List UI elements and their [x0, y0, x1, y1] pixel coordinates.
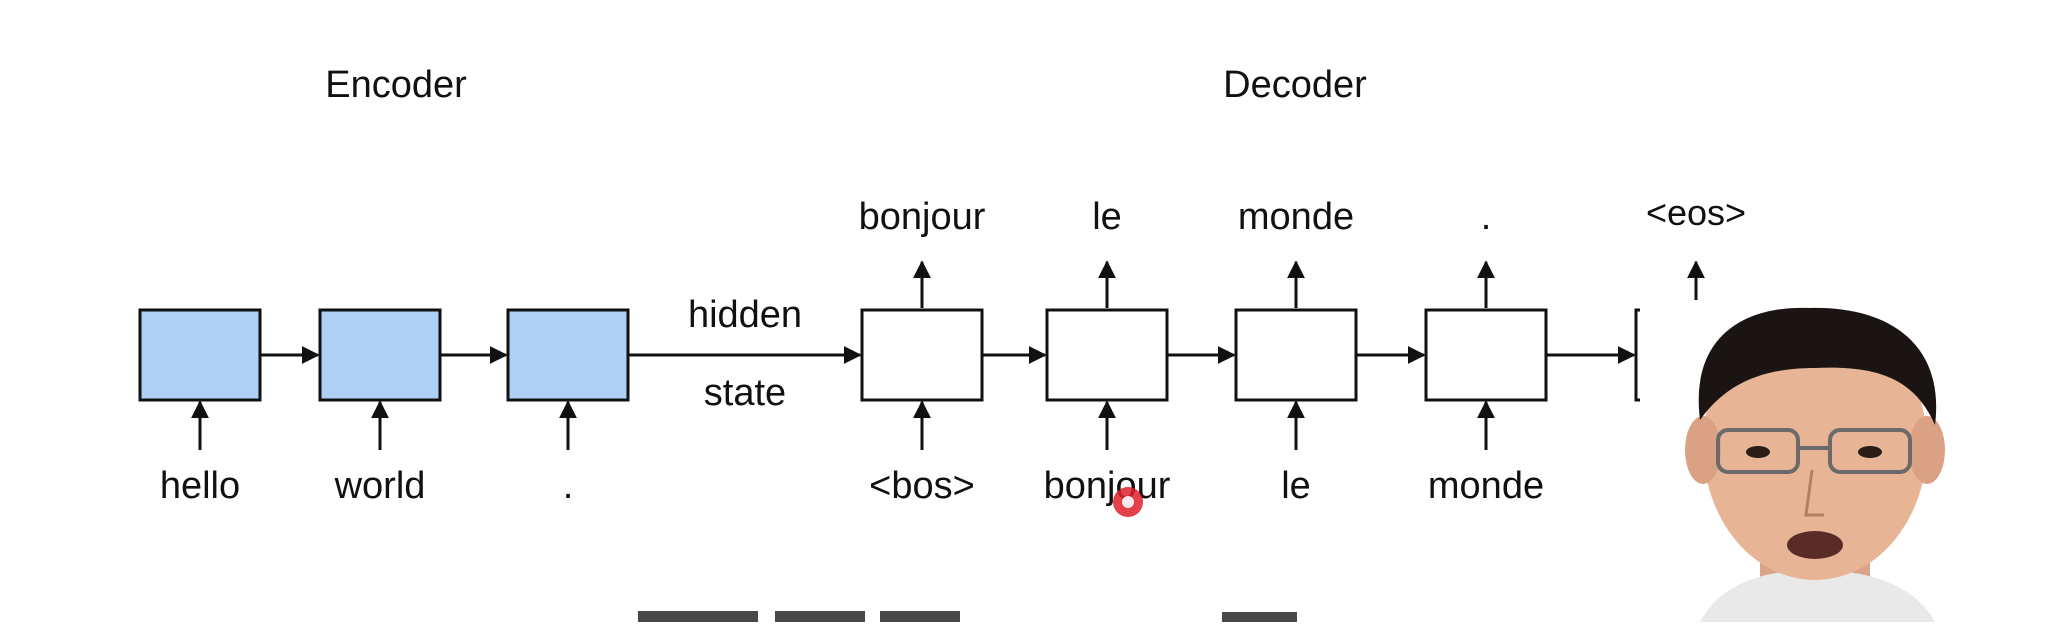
encoder-input-1: hello	[160, 465, 240, 507]
presenter-webcam-icon	[1640, 300, 2048, 622]
decoder-output-5: <eos>	[1646, 192, 1746, 233]
recording-cursor-dot-icon	[1113, 487, 1143, 517]
decoder-output-3: monde	[1238, 196, 1354, 238]
encoder-input-3: .	[563, 465, 574, 507]
hidden-state-label-bottom: state	[704, 372, 786, 414]
decoder-input-1: <bos>	[869, 465, 975, 507]
decoder-input-4: monde	[1428, 465, 1544, 507]
decoder-cell-4	[1424, 308, 1548, 402]
encoder-cell-2	[318, 308, 442, 402]
decoder-cell-2	[1045, 308, 1169, 402]
encoder-cell-1	[138, 308, 262, 402]
decoder-output-4: .	[1481, 196, 1492, 238]
decoder-cell-1	[860, 308, 984, 402]
encoder-title: Encoder	[325, 64, 467, 106]
hidden-state-label-top: hidden	[688, 294, 802, 336]
cut-off-caption	[638, 611, 1297, 622]
decoder-input-3: le	[1281, 465, 1311, 507]
encoder-cell-3	[506, 308, 630, 402]
decoder-output-1: bonjour	[859, 196, 986, 238]
decoder-cell-3	[1234, 308, 1358, 402]
decoder-title: Decoder	[1223, 64, 1367, 106]
decoder-input-2: bonjour	[1044, 465, 1171, 507]
encoder-input-2: world	[334, 465, 426, 507]
decoder-output-2: le	[1092, 196, 1122, 238]
